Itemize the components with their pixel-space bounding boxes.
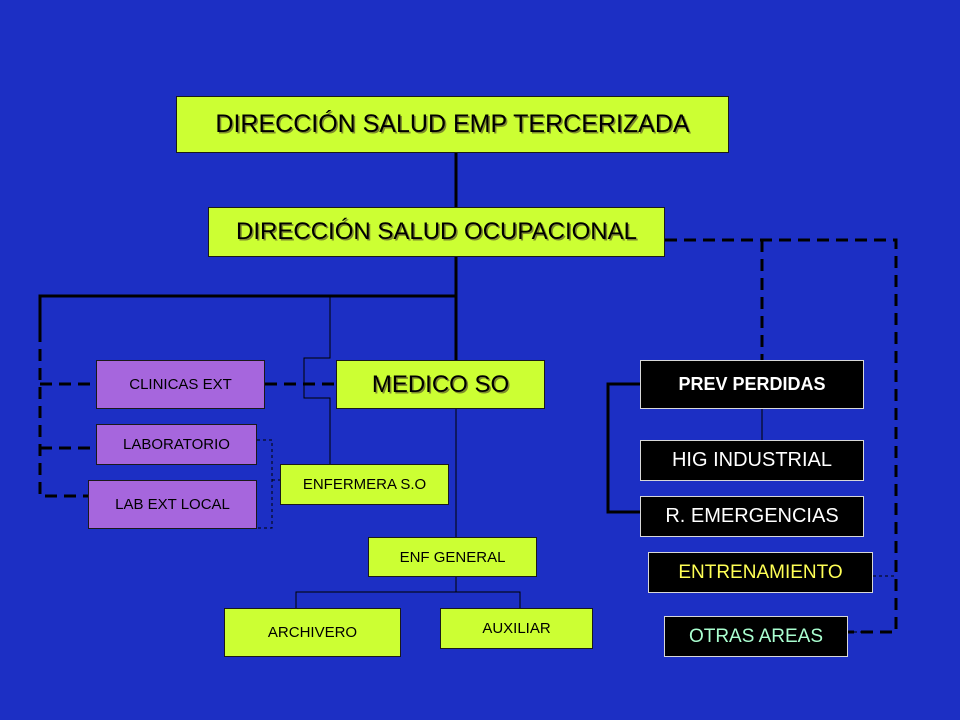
- node-label: HIG INDUSTRIAL: [671, 449, 833, 471]
- node-laboratorio: LABORATORIO: [96, 424, 257, 465]
- line-lab-dotted: [257, 439, 273, 529]
- node-enf-general: ENF GENERAL: [368, 537, 537, 577]
- node-label: LAB EXT LOCAL: [115, 496, 230, 513]
- node-medico-so: MEDICO SO: [336, 360, 545, 409]
- node-otras-areas: OTRAS AREAS: [664, 616, 848, 657]
- node-enfermera-so: ENFERMERA S.O: [280, 464, 449, 505]
- node-r-emergencias: R. EMERGENCIAS: [640, 496, 864, 537]
- line-so-left-branch: [38, 294, 456, 330]
- node-label: OTRAS AREAS: [688, 625, 824, 647]
- node-label: ENFERMERA S.O: [302, 476, 427, 493]
- node-label: LABORATORIO: [123, 436, 230, 453]
- line-enfgen-children: [295, 591, 521, 608]
- node-clinicas-ext: CLINICAS EXT: [96, 360, 265, 409]
- line-enfermera-branch: [303, 296, 331, 464]
- line-left-dashed: [38, 330, 88, 498]
- line-right-dashed: [665, 238, 898, 634]
- node-direccion-salud-emp-tercerizada: DIRECCIÓN SALUD EMP TERCERIZADA: [176, 96, 729, 153]
- node-label: DIRECCIÓN SALUD EMP TERCERIZADA: [215, 110, 690, 138]
- node-hig-industrial: HIG INDUSTRIAL: [640, 440, 864, 481]
- node-label: CLINICAS EXT: [129, 376, 232, 393]
- node-archivero: ARCHIVERO: [224, 608, 401, 657]
- node-label: R. EMERGENCIAS: [665, 505, 839, 527]
- node-entrenamiento: ENTRENAMIENTO: [648, 552, 873, 593]
- node-prev-perdidas: PREV PERDIDAS: [640, 360, 864, 409]
- node-auxiliar: AUXILIAR: [440, 608, 593, 649]
- node-label: MEDICO SO: [371, 370, 510, 398]
- node-label: AUXILIAR: [482, 620, 551, 637]
- node-direccion-salud-ocupacional: DIRECCIÓN SALUD OCUPACIONAL: [208, 207, 665, 257]
- node-label: PREV PERDIDAS: [678, 374, 826, 394]
- line-prev-bracket: [606, 382, 640, 514]
- node-label: ENF GENERAL: [399, 548, 506, 566]
- node-label: DIRECCIÓN SALUD OCUPACIONAL: [236, 218, 637, 245]
- node-label: ARCHIVERO: [267, 624, 358, 641]
- node-label: ENTRENAMIENTO: [678, 561, 843, 583]
- node-lab-ext-local: LAB EXT LOCAL: [88, 480, 257, 529]
